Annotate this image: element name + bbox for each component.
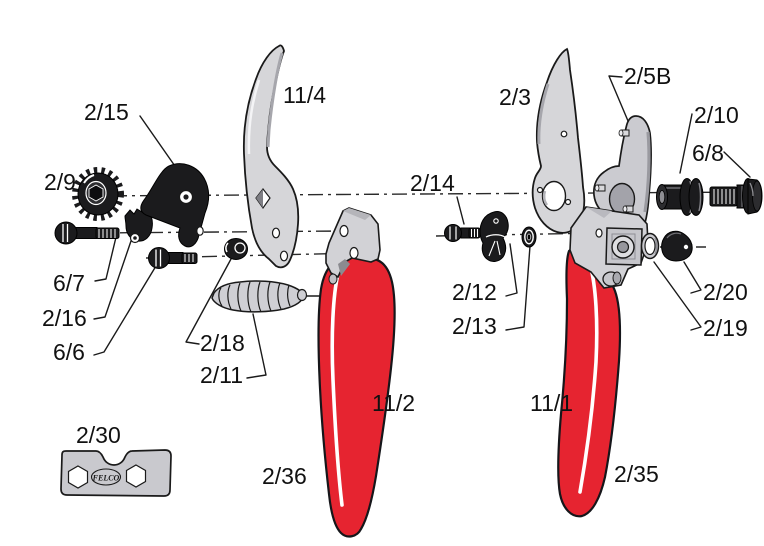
bushing-part-2-10	[656, 178, 704, 216]
part-label-2-19: 2/19	[703, 315, 748, 341]
leader-lines	[93, 75, 751, 379]
washer-part-2-13	[521, 226, 537, 248]
part-label-6-6: 6/6	[53, 339, 85, 365]
spring-part	[211, 280, 308, 313]
left-handle-head-part	[325, 207, 381, 285]
part-label-11-1: 11/1	[530, 390, 573, 416]
part-label-2-3: 2/3	[499, 84, 531, 110]
left-handle-grip-part	[317, 255, 396, 538]
right-handle-head-part	[569, 206, 649, 289]
bolt-part-6-8	[709, 178, 763, 215]
part-label-2-20: 2/20	[703, 279, 748, 305]
thumb-catch-part	[479, 211, 509, 262]
part-label-2-10: 2/10	[694, 102, 739, 128]
part-label-2-14: 2/14	[410, 170, 455, 196]
part-label-2-30: 2/30	[76, 422, 121, 448]
part-label-2-11: 2/11	[200, 362, 243, 388]
counter-blade-part	[242, 44, 300, 269]
rivet-part	[224, 238, 248, 260]
cone-nut-part-2-20	[661, 230, 693, 262]
part-label-2-16: 2/16	[42, 305, 87, 331]
part-labels: 2/15 2/9 6/7 2/16 6/6 2/18 2/11 11/4 11/…	[42, 63, 748, 489]
cutting-blade-part	[531, 47, 586, 234]
toothed-adjustment-nut-part	[72, 167, 124, 221]
part-label-11-4: 11/4	[283, 82, 326, 108]
part-label-6-8: 6/8	[692, 140, 724, 166]
part-label-6-7: 6/7	[53, 270, 85, 296]
felco-logo-text: FELCO	[92, 474, 120, 483]
part-label-2-36: 2/36	[262, 463, 307, 489]
screw-part-2-14	[444, 224, 481, 242]
part-label-2-35: 2/35	[614, 461, 659, 487]
bolt-part-6-7	[54, 221, 120, 245]
screw-part-6-6	[148, 247, 198, 269]
cam-plate-part	[140, 163, 210, 248]
part-label-11-2: 11/2	[372, 390, 415, 416]
part-label-2-9: 2/9	[44, 169, 76, 195]
wrench-plate-part: FELCO	[60, 449, 172, 497]
ring-part-2-19	[640, 232, 660, 260]
part-label-2-12: 2/12	[452, 279, 497, 305]
part-label-2-18: 2/18	[200, 330, 245, 356]
part-label-2-15: 2/15	[84, 99, 129, 125]
part-label-2-5b: 2/5B	[624, 63, 671, 89]
part-label-2-13: 2/13	[452, 313, 497, 339]
